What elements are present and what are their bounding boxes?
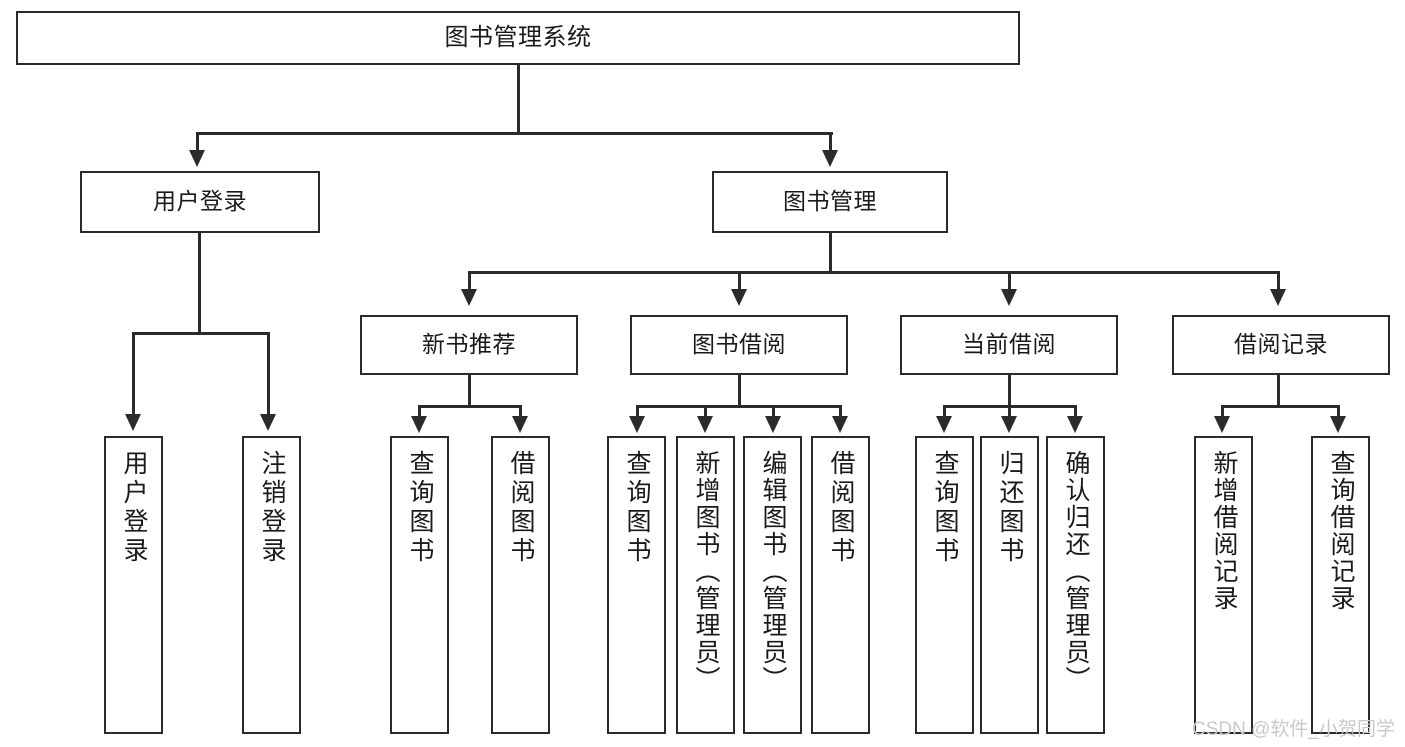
arrow-book-borrow-leaf1 <box>629 416 645 433</box>
arrow-current-borrow-leaf2 <box>1001 416 1017 433</box>
node-label: 注销登录 <box>258 450 286 566</box>
node-label: 图书管理系统 <box>444 23 592 51</box>
leaf-borrow-record-2[interactable]: 查询借阅记录 <box>1311 436 1370 734</box>
edge-to-book-manage <box>829 132 832 154</box>
arrow-user-login-leaf2 <box>260 414 276 431</box>
leaf-book-borrow-3[interactable]: 编辑图书（管理员） <box>743 436 802 734</box>
arrow-to-new-book <box>461 289 477 306</box>
edge-book-borrow-leaf3 <box>772 405 775 418</box>
node-book-borrow[interactable]: 图书借阅 <box>630 315 848 375</box>
edge-new-book-bar <box>418 405 522 408</box>
node-label: 图书借阅 <box>692 331 786 358</box>
arrow-to-user-login <box>189 150 205 167</box>
arrow-current-borrow-leaf3 <box>1067 416 1083 433</box>
edge-level2-bar <box>196 132 833 135</box>
leaf-book-borrow-1[interactable]: 查询图书 <box>607 436 666 734</box>
edge-user-login-leaf2 <box>267 332 270 416</box>
arrow-book-borrow-leaf3 <box>765 416 781 433</box>
edge-new-book-leaf2 <box>519 405 522 418</box>
node-label: 用户登录 <box>153 188 247 215</box>
edge-book-borrow-bar <box>636 405 842 408</box>
edge-borrow-record-leaf1 <box>1221 405 1224 418</box>
arrow-book-borrow-leaf4 <box>832 416 848 433</box>
arrow-to-current-borrow <box>1001 289 1017 306</box>
arrow-current-borrow-leaf1 <box>936 416 952 433</box>
node-label: 查询图书 <box>623 450 651 566</box>
leaf-new-book-1[interactable]: 查询图书 <box>390 436 449 734</box>
leaf-book-borrow-2[interactable]: 新增图书（管理员） <box>676 436 735 734</box>
arrow-to-borrow-record <box>1270 289 1286 306</box>
arrow-to-book-borrow <box>731 289 747 306</box>
edge-to-book-borrow <box>738 271 741 293</box>
edge-borrow-record-leaf2 <box>1337 405 1340 418</box>
edge-user-login-leaf1 <box>132 332 135 416</box>
node-label: 借阅记录 <box>1234 331 1328 358</box>
node-label: 新书推荐 <box>422 331 516 358</box>
arrow-user-login-leaf1 <box>125 414 141 431</box>
edge-borrow-record-down <box>1277 375 1280 407</box>
edge-root-down <box>517 65 520 134</box>
edge-current-borrow-leaf2 <box>1008 405 1011 418</box>
node-label: 查询图书 <box>406 450 434 566</box>
node-label: 新增图书（管理员） <box>692 450 720 693</box>
edge-level3-bar <box>468 271 1280 274</box>
leaf-current-borrow-3[interactable]: 确认归还（管理员） <box>1046 436 1105 734</box>
node-new-book-recommend[interactable]: 新书推荐 <box>360 315 578 375</box>
edge-book-borrow-leaf2 <box>704 405 707 418</box>
node-borrow-record[interactable]: 借阅记录 <box>1172 315 1390 375</box>
node-user-login[interactable]: 用户登录 <box>80 171 320 233</box>
node-label: 确认归还（管理员） <box>1062 450 1090 693</box>
node-current-borrow[interactable]: 当前借阅 <box>900 315 1118 375</box>
arrow-borrow-record-leaf2 <box>1330 416 1346 433</box>
node-label: 归还图书 <box>996 450 1024 566</box>
node-label: 借阅图书 <box>827 450 855 566</box>
edge-user-login-down <box>198 233 201 334</box>
leaf-new-book-2[interactable]: 借阅图书 <box>491 436 550 734</box>
arrow-to-book-manage <box>822 150 838 167</box>
edge-to-user-login <box>196 132 199 154</box>
node-label: 查询图书 <box>931 450 959 566</box>
node-label: 查询借阅记录 <box>1327 450 1355 612</box>
node-label: 图书管理 <box>783 188 877 215</box>
arrow-new-book-leaf2 <box>512 416 528 433</box>
edge-to-borrow-record <box>1277 271 1280 293</box>
edge-new-book-down <box>468 375 471 407</box>
csdn-watermark: CSDN @软件_小贺同学 <box>1192 719 1395 740</box>
leaf-current-borrow-2[interactable]: 归还图书 <box>980 436 1039 734</box>
edge-current-borrow-down <box>1008 375 1011 407</box>
edge-to-new-book <box>468 271 471 293</box>
node-label: 新增借阅记录 <box>1210 450 1238 612</box>
edge-current-borrow-leaf3 <box>1074 405 1077 418</box>
leaf-user-login-1[interactable]: 用户登录 <box>104 436 163 734</box>
edge-book-borrow-leaf1 <box>636 405 639 418</box>
arrow-borrow-record-leaf1 <box>1214 416 1230 433</box>
edge-user-login-bar <box>132 332 270 335</box>
node-label: 用户登录 <box>120 450 148 566</box>
node-label: 借阅图书 <box>507 450 535 566</box>
node-root-system[interactable]: 图书管理系统 <box>16 11 1020 65</box>
edge-book-manage-down <box>829 233 832 273</box>
edge-borrow-record-bar <box>1221 405 1339 408</box>
edge-new-book-leaf1 <box>418 405 421 418</box>
node-book-management[interactable]: 图书管理 <box>712 171 948 233</box>
edge-book-borrow-leaf4 <box>839 405 842 418</box>
arrow-new-book-leaf1 <box>411 416 427 433</box>
leaf-user-login-2[interactable]: 注销登录 <box>242 436 301 734</box>
edge-to-current-borrow <box>1008 271 1011 293</box>
node-label: 编辑图书（管理员） <box>759 450 787 693</box>
edge-book-borrow-down <box>738 375 741 407</box>
leaf-borrow-record-1[interactable]: 新增借阅记录 <box>1194 436 1253 734</box>
arrow-book-borrow-leaf2 <box>697 416 713 433</box>
node-label: 当前借阅 <box>962 331 1056 358</box>
edge-current-borrow-leaf1 <box>943 405 946 418</box>
leaf-current-borrow-1[interactable]: 查询图书 <box>915 436 974 734</box>
leaf-book-borrow-4[interactable]: 借阅图书 <box>811 436 870 734</box>
